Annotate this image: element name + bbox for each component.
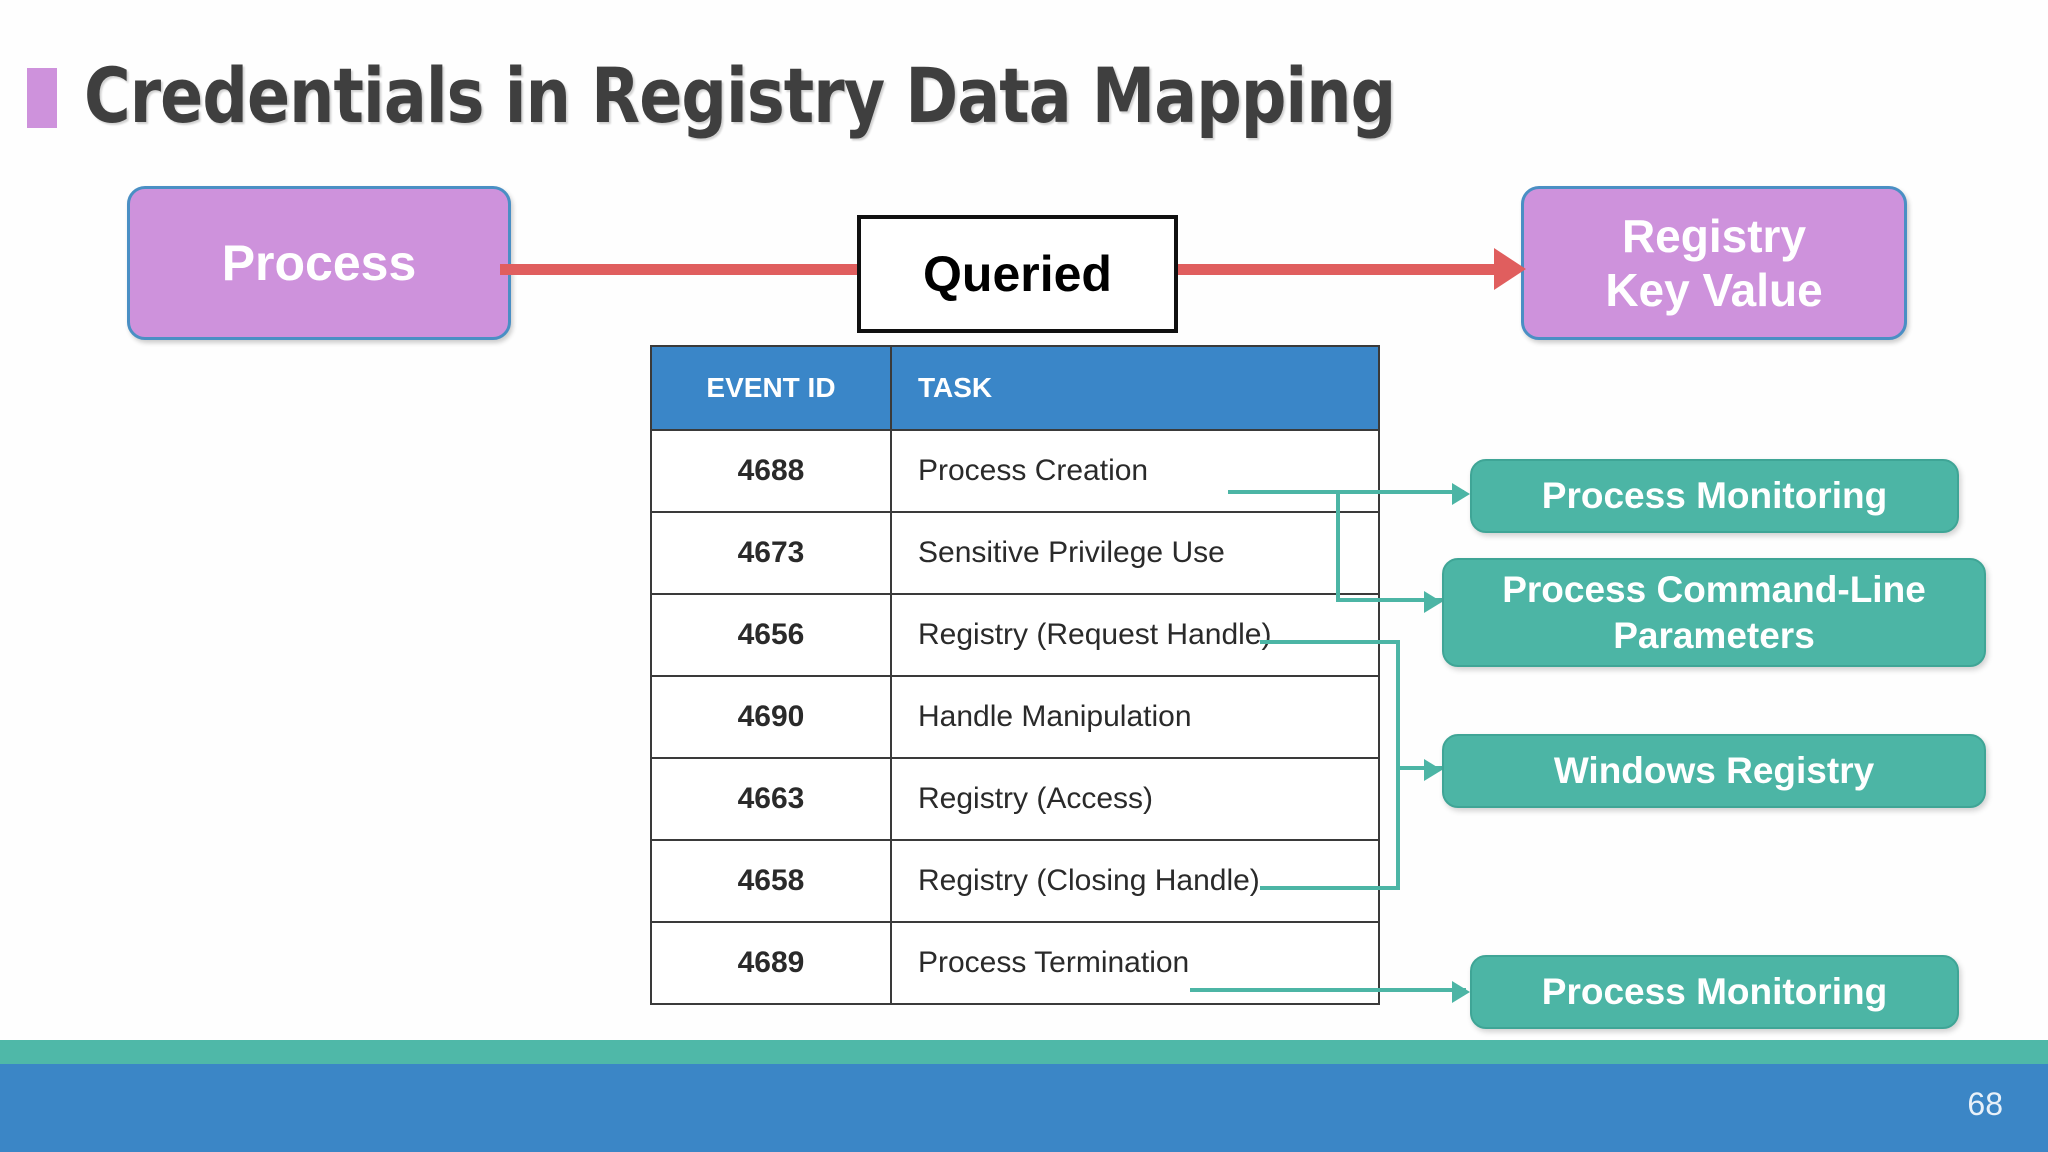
connector-line-1c [1336,490,1464,494]
connector-line-3a [1260,640,1400,644]
data-source-label: Process Command-Line Parameters [1502,568,1926,656]
cell-event-id: 4689 [650,921,892,1005]
table-row[interactable]: 4656 Registry (Request Handle) [650,593,1380,677]
table-row[interactable]: 4663 Registry (Access) [650,757,1380,841]
flow-relation-label: Queried [923,246,1112,302]
connector-line-4a [1190,988,1466,992]
column-header-event-id: EVENT ID [650,345,892,431]
cell-event-id: 4690 [650,675,892,759]
connector-line-1b [1336,490,1340,602]
cell-event-id: 4663 [650,757,892,841]
cell-task: Handle Manipulation [890,675,1380,759]
arrow-line-right [1167,264,1497,275]
connector-line-3b [1396,640,1400,890]
arrow-head-icon [1494,248,1526,290]
footer-teal-bar [0,1040,2048,1064]
cell-event-id: 4658 [650,839,892,923]
cell-task: Registry (Request Handle) [890,593,1380,677]
data-source-label: Process Monitoring [1541,475,1888,516]
column-header-task: TASK [890,345,1380,431]
connector-arrow-1-icon [1452,483,1470,505]
cell-event-id: 4673 [650,511,892,595]
page-title: Credentials in Registry Data Mapping [84,51,1396,140]
cell-event-id: 4656 [650,593,892,677]
cell-task: Registry (Closing Handle) [890,839,1380,923]
cell-task: Process Creation [890,429,1380,513]
data-source-label: Windows Registry [1553,750,1875,791]
flow-node-registry-label-line2: Key Value [1605,264,1823,316]
flow-node-registry-key-value[interactable]: Registry Key Value [1521,186,1907,340]
page-number: 68 [1967,1086,2003,1122]
cell-task: Sensitive Privilege Use [890,511,1380,595]
flow-relation-queried[interactable]: Queried [857,215,1178,333]
data-source-box-process-monitoring-top[interactable]: Process Monitoring [1470,459,1959,533]
table-row[interactable]: 4688 Process Creation [650,429,1380,513]
cell-event-id: 4688 [650,429,892,513]
footer-blue-bar [0,1064,2048,1152]
connector-line-3c [1260,886,1400,890]
arrow-line-left [500,264,860,275]
flow-node-process[interactable]: Process [127,186,511,340]
table-header-row: EVENT ID TASK [650,345,1380,431]
table-row[interactable]: 4673 Sensitive Privilege Use [650,511,1380,595]
event-id-task-table: EVENT ID TASK 4688 Process Creation 4673… [650,345,1380,1005]
connector-arrow-3-icon [1424,759,1442,781]
table-row[interactable]: 4689 Process Termination [650,921,1380,1005]
flow-node-process-label: Process [221,235,417,291]
table-row[interactable]: 4690 Handle Manipulation [650,675,1380,759]
connector-line-2a [1336,598,1464,602]
connector-line-1a [1228,490,1388,494]
connector-arrow-2-icon [1424,591,1442,613]
connector-arrow-4-icon [1452,981,1470,1003]
data-source-box-process-monitoring-bottom[interactable]: Process Monitoring [1470,955,1959,1029]
data-source-box-windows-registry[interactable]: Windows Registry [1442,734,1986,808]
data-source-label: Process Monitoring [1541,971,1888,1012]
cell-task: Registry (Access) [890,757,1380,841]
flow-node-registry-label-line1: Registry [1621,210,1807,262]
title-accent-bar [27,68,57,128]
table-row[interactable]: 4658 Registry (Closing Handle) [650,839,1380,923]
data-source-box-process-command-line-parameters[interactable]: Process Command-Line Parameters [1442,558,1986,667]
